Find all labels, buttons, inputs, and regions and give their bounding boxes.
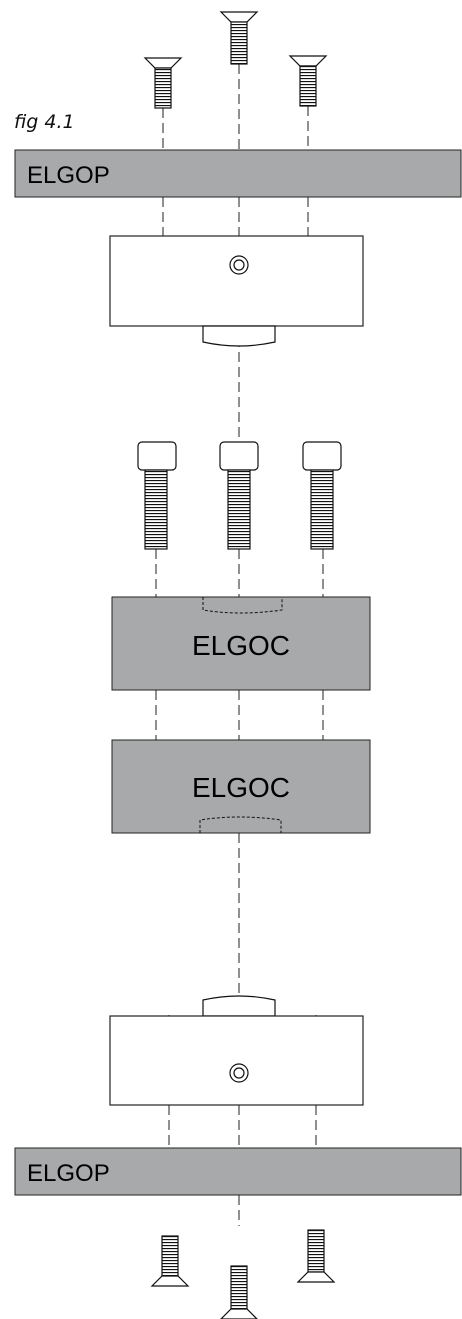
countersunk-screw-top-left xyxy=(143,57,183,109)
plate-bottom: ELGOP xyxy=(14,1147,462,1196)
countersunk-screw-bottom-left xyxy=(150,1235,190,1287)
coupler-bottom: ELGOC xyxy=(111,739,371,834)
countersunk-screw-bottom-center xyxy=(220,1265,258,1319)
clamp-block-top xyxy=(109,235,364,347)
cap-screw-center xyxy=(219,441,259,550)
locating-boss-bottom xyxy=(202,995,276,1017)
figure-caption: fig 4.1 xyxy=(14,111,75,133)
coupler-top-label: ELGOC xyxy=(192,630,290,661)
cap-screw-right xyxy=(302,441,342,550)
coupler-top: ELGOC xyxy=(111,596,371,691)
clamp-block-bottom xyxy=(109,995,364,1106)
countersunk-screw-bottom-right xyxy=(296,1229,336,1283)
countersunk-screw-top-center xyxy=(219,11,259,65)
cap-screw-left xyxy=(137,441,177,550)
plate-bottom-label: ELGOP xyxy=(27,1160,110,1187)
coupler-bottom-label: ELGOC xyxy=(192,772,290,803)
locating-boss xyxy=(202,325,276,347)
countersunk-screw-top-right xyxy=(288,55,328,107)
plate-top: ELGOP xyxy=(14,149,462,198)
plate-top-label: ELGOP xyxy=(27,162,110,189)
